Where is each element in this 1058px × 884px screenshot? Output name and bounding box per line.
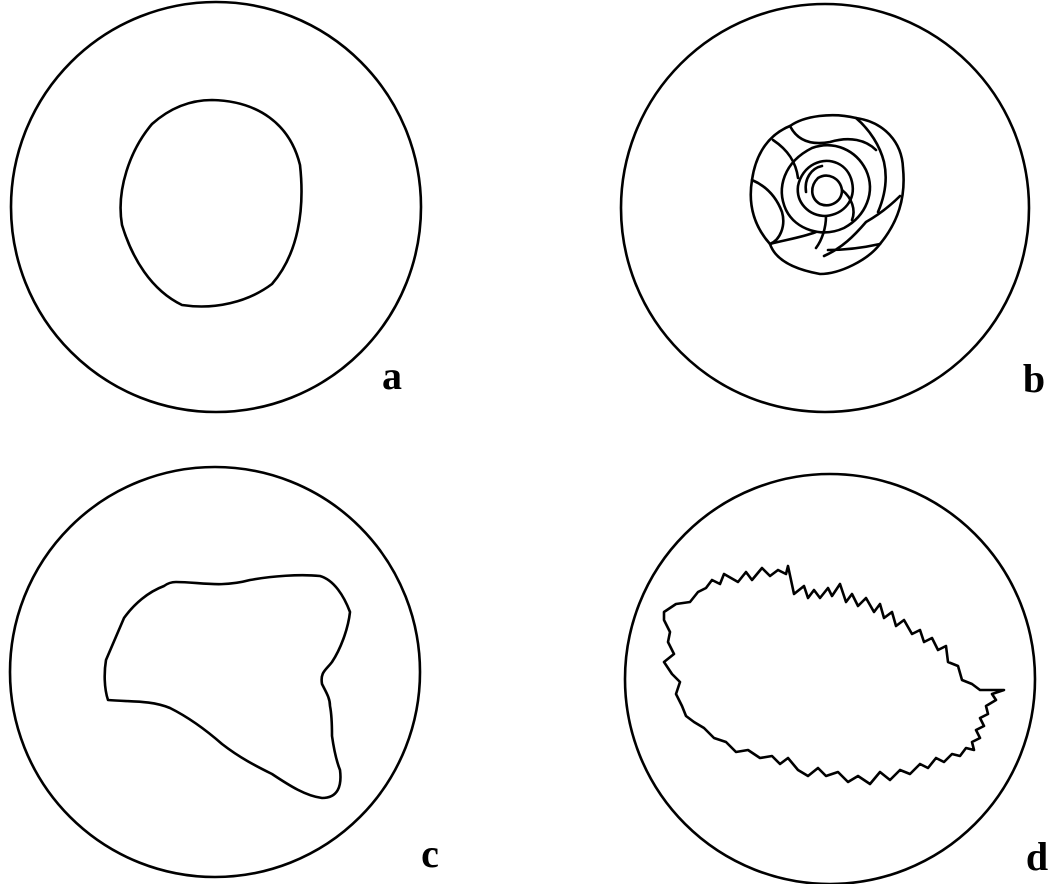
dish-outline-d [625,474,1035,884]
colony-d [664,566,1004,784]
colony-c [105,575,350,798]
panel-label-d: d [1026,834,1048,879]
colony-b [751,115,904,274]
panel-label-c: c [421,831,439,876]
colony-a [121,100,302,306]
panel-b: b [621,4,1045,412]
panel-label-b: b [1023,356,1045,401]
dish-outline-a [11,2,421,412]
panel-a: a [11,2,421,412]
panel-d: d [625,474,1048,884]
panel-c: c [10,467,439,877]
dish-outline-c [10,467,420,877]
dish-outline-b [621,4,1029,412]
panel-label-a: a [382,353,402,398]
